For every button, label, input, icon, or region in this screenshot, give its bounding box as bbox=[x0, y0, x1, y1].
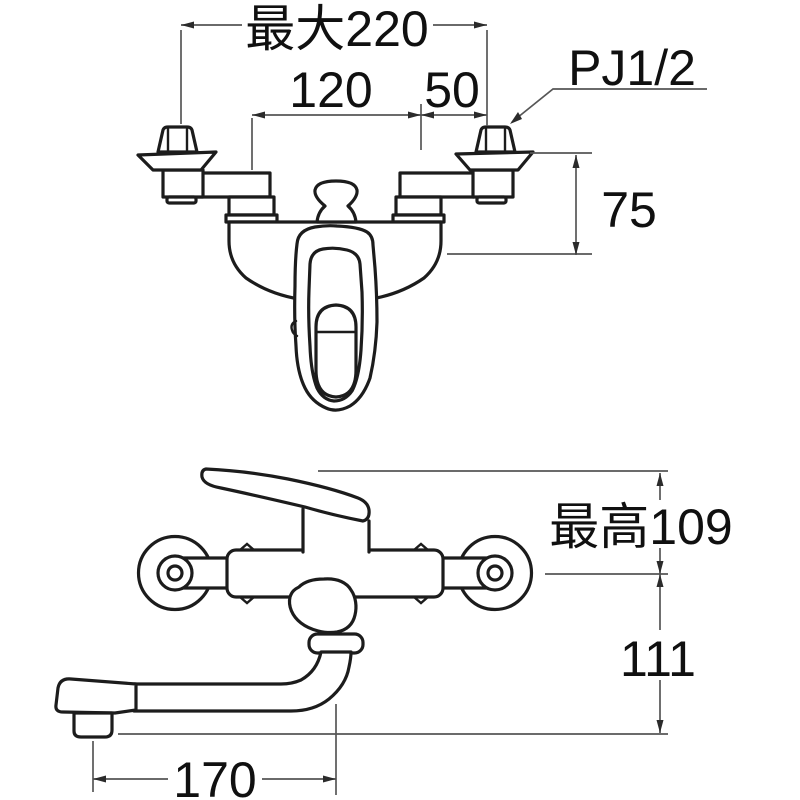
arrow-170-right bbox=[323, 775, 336, 783]
eccentric-arm-left bbox=[194, 171, 272, 199]
handle-outer-outline bbox=[293, 224, 379, 412]
arrow-120-left bbox=[252, 111, 265, 119]
cap-knob bbox=[313, 179, 359, 224]
arrow-170-left bbox=[93, 775, 106, 783]
nub-top-left bbox=[238, 542, 256, 552]
lever-handle-front bbox=[290, 224, 379, 412]
nub-top-right bbox=[412, 542, 430, 552]
spout-collar bbox=[307, 632, 365, 655]
lever-handle-side bbox=[200, 467, 371, 523]
flange-hole-right bbox=[486, 564, 504, 582]
wall-flange-right bbox=[454, 150, 535, 172]
handle-side-nub bbox=[290, 319, 299, 338]
spout-pipe bbox=[132, 650, 353, 713]
label-spout-reach: 170 bbox=[173, 752, 256, 800]
union-nut-left bbox=[227, 195, 276, 217]
fitting-foot-left bbox=[165, 195, 198, 205]
dimensions: 最大220 120 50 PJ1/2 75 最高109 111 170 bbox=[92, 1, 733, 800]
eccentric-fitting-left bbox=[136, 125, 279, 224]
hex-nut-left-facets bbox=[166, 127, 189, 153]
spout-assembly bbox=[54, 577, 365, 739]
fitting-body-right bbox=[471, 168, 515, 199]
arrow-50-left bbox=[421, 111, 434, 119]
arrow-50-right bbox=[474, 111, 487, 119]
nub-bottom-left bbox=[238, 595, 256, 605]
arrow-220-right bbox=[474, 21, 487, 29]
flange-hole-left bbox=[166, 564, 184, 582]
installed-view bbox=[54, 467, 534, 739]
label-spout-drop: 111 bbox=[620, 631, 696, 687]
hex-nut-left bbox=[156, 125, 199, 154]
arrow-75-bottom bbox=[572, 242, 580, 255]
label-pitch-center: 120 bbox=[289, 62, 372, 118]
swivel-joint bbox=[287, 577, 358, 635]
union-nut-right bbox=[394, 195, 443, 217]
label-max-handle-height: 最高109 bbox=[549, 499, 732, 555]
arrow-thread-leader bbox=[510, 112, 522, 124]
arrow-120-right bbox=[408, 111, 421, 119]
label-fitting-height: 75 bbox=[601, 182, 657, 238]
label-pitch-offset: 50 bbox=[424, 62, 480, 118]
arrow-111-top bbox=[656, 574, 664, 587]
eccentric-fitting-right bbox=[391, 125, 535, 224]
spout-outlet-nozzle bbox=[72, 711, 114, 739]
hex-nut-right-facets bbox=[484, 127, 507, 153]
leader-line-thread bbox=[511, 88, 707, 123]
label-max-width: 最大220 bbox=[245, 1, 428, 57]
arrow-220-left bbox=[181, 21, 194, 29]
arrow-109-bottom bbox=[656, 561, 664, 574]
front-view bbox=[136, 125, 535, 412]
nub-bottom-right bbox=[412, 595, 430, 605]
eccentric-arm-right bbox=[398, 171, 476, 199]
spout-head bbox=[54, 677, 138, 715]
label-thread-size: PJ1/2 bbox=[568, 40, 696, 96]
cartridge-neck-sides bbox=[301, 507, 371, 554]
arrow-75-top bbox=[572, 155, 580, 168]
check-valve-nubs bbox=[238, 542, 430, 605]
hex-nut-right bbox=[474, 125, 517, 154]
cartridge-neck-fill bbox=[303, 516, 369, 552]
wall-flange-left bbox=[136, 150, 218, 172]
arrow-111-bottom bbox=[656, 720, 664, 733]
fitting-body-left bbox=[161, 168, 205, 199]
fitting-foot-right bbox=[475, 195, 508, 205]
handle-inner-outline bbox=[307, 246, 364, 403]
arrow-109-top bbox=[656, 473, 664, 486]
